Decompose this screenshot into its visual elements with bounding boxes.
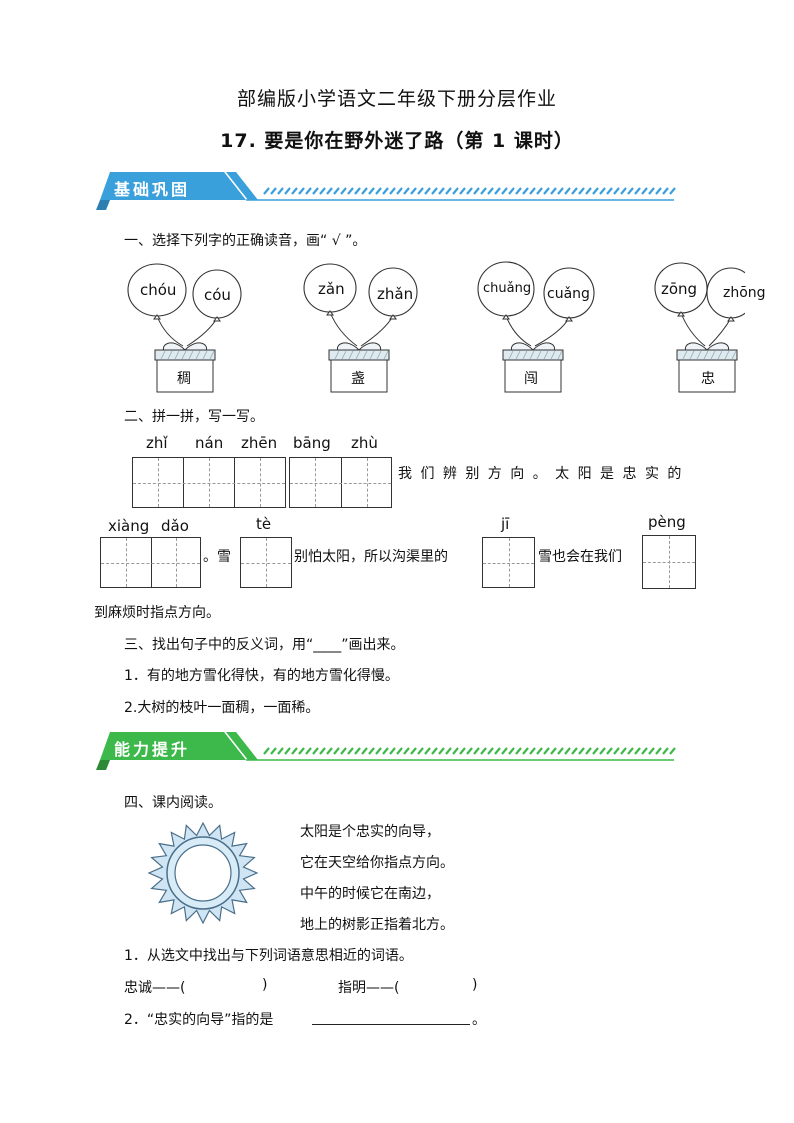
- poem-line-1: 太阳是个忠实的向导，: [300, 824, 440, 840]
- q3-item-1: 1．有的地方雪化得快，有的地方雪化得慢。: [124, 668, 399, 684]
- q4-prompt: 四、课内阅读。: [124, 795, 222, 811]
- q4-sub2-end: 。: [472, 1012, 486, 1028]
- q1-char-3: 闯: [524, 371, 538, 387]
- sun-icon: [147, 822, 259, 924]
- poem-line-4: 地上的树影正指着北方。: [300, 917, 454, 933]
- q4-sub2-label: 2．“忠实的向导”指的是: [124, 1012, 274, 1028]
- balloon-group-1: [127, 263, 242, 393]
- q1-option-4a[interactable]: zōng: [661, 280, 698, 298]
- lesson-title: 17. 要是你在野外迷了路（第 1 课时）: [220, 130, 574, 152]
- balloon-group-2: [303, 263, 418, 393]
- q2-pinyin-4: bāng: [293, 434, 331, 452]
- section-title-advanced: 能力提升: [114, 740, 191, 759]
- q4-pair1-label: 忠诚——(: [124, 980, 186, 996]
- section-header-advanced: 能力提升: [96, 730, 676, 770]
- q2-pinyin-1: zhǐ: [146, 434, 168, 452]
- writing-grid-zhinanzhen[interactable]: [132, 457, 286, 508]
- answer-blank-zhiming[interactable]: [404, 977, 470, 995]
- q3-prompt: 三、找出句子中的反义词，用“____”画出来。: [124, 637, 405, 653]
- balloon-group-4: [654, 262, 756, 393]
- q2-seg4: 到麻烦时指点方向。: [94, 605, 220, 621]
- gift-box-4: [678, 359, 736, 393]
- poem-line-3: 中午的时候它在南边，: [300, 886, 440, 902]
- q2-seg3: 雪也会在我们: [538, 549, 622, 565]
- q2-pinyin-8: tè: [256, 515, 272, 533]
- balloon-group-3: [477, 261, 595, 393]
- gift-box-1: [156, 359, 214, 393]
- section-header-basic: 基础巩固: [96, 170, 676, 210]
- q1-option-1a[interactable]: chóu: [140, 281, 177, 299]
- q2-pinyin-6: xiàng: [108, 517, 150, 535]
- q1-prompt: 一、选择下列字的正确读音，画“ √ ”。: [124, 233, 367, 249]
- q2-text-row1: 我 们 辨 别 方 向 。 太 阳 是 忠 实 的: [398, 466, 684, 482]
- gift-box-3: [504, 359, 562, 393]
- answer-blank-zhongcheng[interactable]: [190, 977, 260, 995]
- q1-char-2: 盏: [351, 371, 365, 387]
- q2-pinyin-5: zhù: [351, 434, 378, 452]
- writing-grid-xiangdao[interactable]: [100, 537, 201, 588]
- section-title-basic: 基础巩固: [114, 180, 191, 199]
- q2-pinyin-10: pèng: [648, 513, 686, 531]
- q4-pair2-close: ): [472, 977, 478, 993]
- writing-grid-ji[interactable]: [482, 537, 535, 588]
- balloon-illustration: [127, 261, 756, 393]
- poem-line-2: 它在天空给你指点方向。: [300, 855, 454, 871]
- q2-seg2: 别怕太阳，所以沟渠里的: [294, 549, 448, 565]
- q4-pair1-close: ): [262, 977, 268, 993]
- q3-item-2: 2.大树的枝叶一面稠，一面稀。: [124, 700, 320, 716]
- q2-pinyin-9: jī: [501, 515, 510, 533]
- q1-option-2b[interactable]: zhǎn: [377, 285, 414, 303]
- answer-line-guide[interactable]: [312, 1024, 470, 1025]
- q2-pinyin-7: dǎo: [161, 517, 189, 535]
- q1-option-3a[interactable]: chuǎng: [483, 281, 532, 296]
- q1-option-4b[interactable]: zhōng: [723, 285, 766, 301]
- writing-grid-te[interactable]: [240, 537, 292, 588]
- q4-pair2-label: 指明——(: [338, 980, 400, 996]
- q2-prompt: 二、拼一拼，写一写。: [124, 409, 264, 425]
- q1-option-3b[interactable]: cuǎng: [547, 286, 590, 302]
- q2-pinyin-3: zhēn: [241, 434, 278, 452]
- q1-char-4: 忠: [701, 371, 715, 387]
- q4-sub1: 1．从选文中找出与下列词语意思相近的词语。: [124, 948, 413, 964]
- writing-grid-peng[interactable]: [642, 535, 696, 589]
- q1-char-1: 稠: [177, 371, 191, 387]
- q2-pinyin-2: nán: [195, 434, 224, 452]
- writing-grid-bangzhu[interactable]: [289, 457, 392, 508]
- worksheet-title: 部编版小学语文二年级下册分层作业: [236, 88, 557, 110]
- q1-balloon-groups: [125, 258, 756, 398]
- q1-option-2a[interactable]: zǎn: [318, 280, 345, 298]
- gift-box-2: [330, 359, 388, 393]
- q2-seg1: 。雪: [203, 549, 231, 565]
- q1-option-1b[interactable]: cóu: [204, 286, 231, 304]
